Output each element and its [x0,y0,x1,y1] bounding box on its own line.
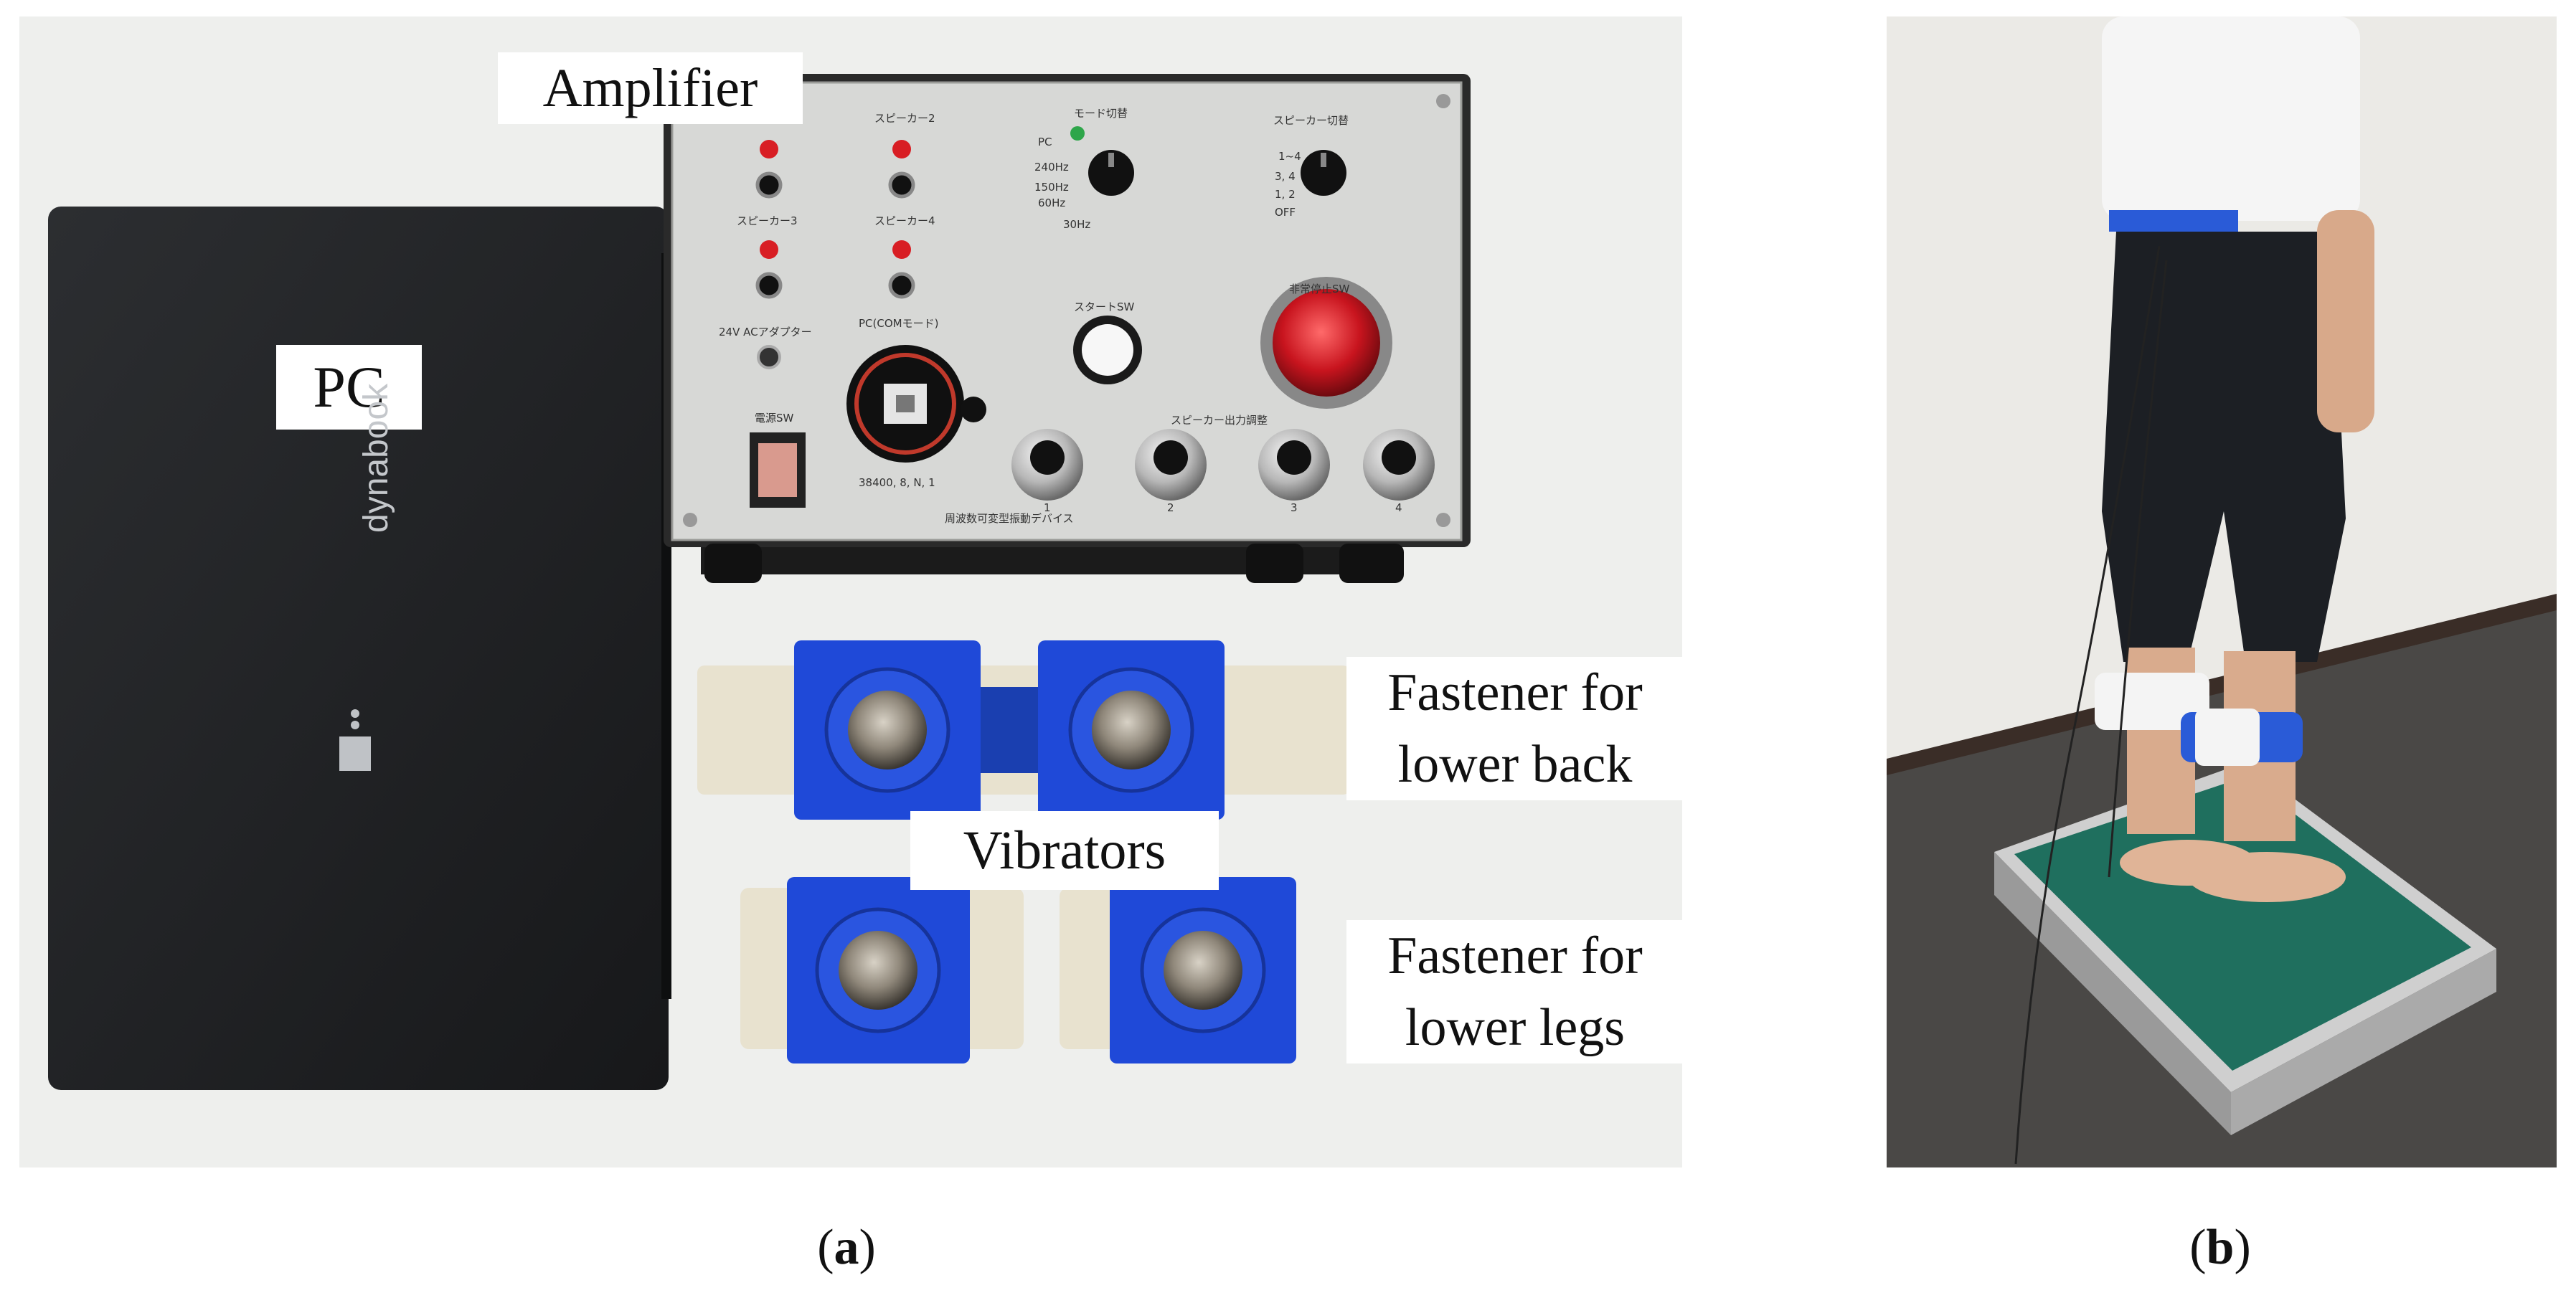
spk-opt-1: 1~4 [1278,150,1301,163]
caption-b: (b) [2189,1220,2251,1275]
panel-a-photo: スピーカー2 スピーカー3 スピーカー4 モード切替 PC 240Hz 150H… [19,16,1682,1167]
speaker4-text: スピーカー4 [874,214,935,227]
dial-num-1: 1 [1044,501,1051,514]
mode-opt-60: 60Hz [1038,196,1065,209]
baud-text: 38400, 8, N, 1 [859,476,935,489]
fastener-back-line2: lower back [1346,729,1682,800]
dial-num-2: 2 [1167,501,1174,514]
mode-opt-240: 240Hz [1034,161,1069,174]
output-dials [1011,429,1435,501]
caption-b-letter: b [2206,1220,2235,1275]
lower-back-vibrators [697,640,1350,820]
vibrators-label: Vibrators [910,811,1219,890]
device-name-text: 周波数可変型振動デバイス [945,512,1074,525]
fastener-legs-line2: lower legs [1346,992,1682,1063]
speaker-indicators [755,140,915,369]
fastener-back-line1: Fastener for [1346,657,1682,729]
mode-opt-150: 150Hz [1034,181,1069,194]
spk-opt-2: 3, 4 [1275,170,1296,183]
speaker2-text: スピーカー2 [874,112,935,125]
laptop [48,207,671,1090]
caption-a-letter: a [834,1220,859,1275]
output-adjust-text: スピーカー出力調整 [1171,414,1268,427]
speaker3-text: スピーカー3 [737,214,798,227]
speaker-switch-text: スピーカー切替 [1273,114,1349,127]
mode-opt-pc: PC [1038,136,1052,148]
pc-label: PC [276,345,422,430]
panel-b-scene [1887,16,2557,1167]
emergency-stop-button [1260,277,1392,409]
panel-a-scene: スピーカー2 スピーカー3 スピーカー4 モード切替 PC 240Hz 150H… [48,74,1471,1090]
adapter-text: 24V ACアダプター [719,326,812,338]
power-sw-text: 電源SW [755,412,794,425]
spk-opt-3: 1, 2 [1275,188,1296,201]
pc-com-text: PC(COMモード) [859,317,938,330]
dial-num-3: 3 [1291,501,1298,514]
mode-switch-text: モード切替 [1074,107,1128,120]
lower-leg-vibrators [740,877,1296,1063]
force-plate [1994,762,2496,1135]
spk-opt-4: OFF [1275,206,1296,219]
fastener-legs-line1: Fastener for [1346,920,1682,992]
emergency-text: 非常停止SW [1289,283,1350,295]
mode-opt-30: 30Hz [1063,218,1090,231]
person [2014,16,2374,1165]
panel-b-photo [1887,16,2557,1167]
start-sw-text: スタートSW [1074,300,1135,313]
laptop-brand-text: dynabook [357,384,395,533]
dial-num-4: 4 [1395,501,1402,514]
usb-connector-icon [846,345,986,463]
amplifier-label: Amplifier [498,52,803,124]
amplifier-device: スピーカー2 スピーカー3 スピーカー4 モード切替 PC 240Hz 150H… [664,74,1471,583]
caption-a: (a) [817,1220,876,1275]
